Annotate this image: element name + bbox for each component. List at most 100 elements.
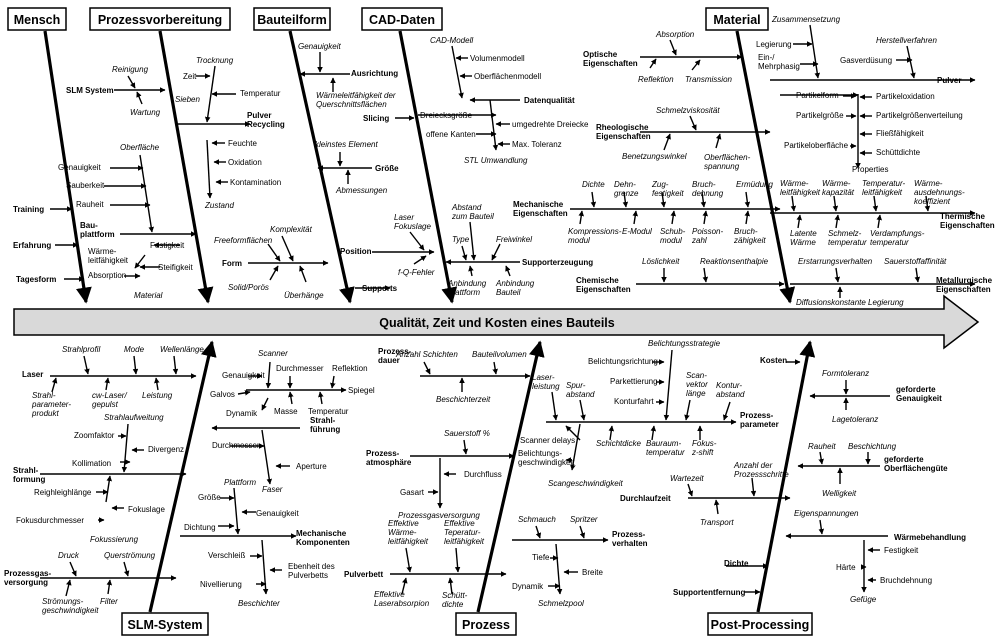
material-schuettdichte-label: Schüttdichte: [876, 148, 921, 157]
material-reflektion-label: Reflektion: [638, 75, 674, 84]
arrow-waerme: [134, 254, 146, 269]
mensch-items-0-label: Oberfläche: [120, 143, 160, 152]
arrow: [206, 139, 213, 199]
arrow: [447, 577, 454, 595]
prozess-prozessverhalten-label: Prozess-verhalten: [612, 530, 648, 548]
prozess-schuettdichte-label: Schütt-dichte: [442, 591, 468, 609]
slm-reighleighlaenge-label: Reighleighlänge: [34, 488, 92, 497]
bone-prozess: [476, 340, 545, 613]
header-cad-box: [361, 7, 443, 31]
arrow: [265, 361, 272, 389]
mensch-slm-system-label: SLM System: [66, 86, 114, 95]
arrow: [299, 265, 307, 283]
cad-oberflaechenmodell-label: Oberflächenmodell: [474, 72, 541, 81]
material-mech-top-0-label: Dichte: [582, 180, 605, 189]
slm-laser-label: Laser: [22, 370, 43, 379]
arrow: [491, 243, 501, 261]
material-partikeloxidation-label: Partikeloxidation: [876, 92, 935, 101]
prozess-parkettierung-label: Parkettierung: [610, 377, 658, 386]
arrow: [492, 361, 498, 375]
slm-masse-label: Masse: [274, 407, 298, 416]
arrow: [663, 133, 671, 151]
bone-material: [735, 30, 796, 304]
arrow: [469, 221, 477, 261]
prozess-bauraumtemp-label: Bauraum-temperatur: [646, 439, 685, 457]
prozess-durchfluss-label: Durchfluss: [464, 470, 502, 479]
post-welligkeit-label: Welligkeit: [822, 489, 857, 498]
arrow: [660, 191, 667, 208]
arrow: [691, 59, 701, 71]
bauteilform-freeform-label: Freeformflächen: [214, 236, 273, 245]
spine-arrow: [13, 294, 980, 350]
arrow: [700, 191, 707, 208]
arrow-beschichter: [261, 539, 269, 595]
prozessvorbereitung-kontamination-label: Kontamination: [230, 178, 281, 187]
arrow: [136, 91, 143, 105]
post-beschichtung-label: Beschichtung: [848, 442, 897, 451]
material-partikelgroesse-label: Partikelgröße: [796, 111, 844, 120]
bauteilform-ausrichtung-label: Ausrichtung: [351, 69, 398, 78]
material-therm-top-2-label: Temperatur-leitfähigkeit: [862, 179, 905, 197]
arrow: [204, 65, 216, 123]
arrow: [684, 399, 691, 421]
prozess-schmelzpool-label: Schmelzpool: [538, 599, 584, 608]
slm-genauigkeit2-label: Genauigkeit: [256, 509, 299, 518]
bauteilform-komplexitaet-label: Komplexität: [270, 225, 313, 234]
mensch-items-1-label: Genauigkeit: [58, 163, 101, 172]
material-therm-top-3-label: Wärme-ausdehnungs-koeffizient: [914, 179, 965, 206]
arrow: [578, 210, 585, 225]
arrow: [454, 547, 461, 573]
arrow: [281, 235, 294, 262]
slm-nivellierung-label: Nivellierung: [200, 580, 242, 589]
material-properties-label: Properties: [852, 165, 888, 174]
arrow: [83, 355, 90, 375]
arrow-oberflaeche: [139, 154, 154, 233]
header-mensch-label: Mensch: [14, 13, 61, 27]
arrow: [51, 377, 58, 393]
prozessvorbereitung-oxidation-label: Oxidation: [228, 158, 262, 167]
prozess-konturabstand-label: Kontur-abstand: [716, 381, 745, 399]
arrow-galvo-down: [261, 397, 269, 411]
mensch-items-4-label: Festigkeit: [150, 241, 185, 250]
material-mech-bottom-0-label: Kompressions-modul: [568, 227, 622, 245]
prozess-spritzer-label: Spritzer: [570, 515, 598, 524]
cad-dreiecksgroesse-label: Dreiecksgröße: [420, 111, 473, 120]
slm-fokuslage-label: Fokuslage: [128, 505, 165, 514]
arrow: [713, 499, 720, 515]
prozess-belichtungsstrategie-label: Belichtungsstrategie: [648, 339, 721, 348]
slm-strahlformung-label: Strahl-formung: [13, 466, 46, 484]
arrow: [330, 375, 336, 389]
bone-cad: [398, 30, 458, 304]
material-oberflaechenspannung-label: Oberflächen-spannung: [704, 153, 751, 171]
slm-fokusdurchmesser-label: Fokusdurchmesser: [16, 516, 84, 525]
prozessvorbereitung-zeit-label: Zeit: [183, 72, 197, 81]
header-slm-label: SLM-System: [127, 618, 202, 632]
material-mech-top-4-label: Ermüdung: [736, 180, 773, 189]
bauteilform-kleinstes-label: kleinstes Element: [315, 140, 378, 149]
cad-fq-label: f-Q-Fehler: [398, 268, 435, 277]
arrow: [288, 391, 294, 405]
material-therm-bottom-2-label: Verdampfungs-temperatur: [870, 229, 925, 247]
bauteilform-groesse-label: Größe: [375, 164, 399, 173]
arrow: [233, 487, 241, 535]
header-bauteilform-box: [253, 7, 331, 31]
arrow: [468, 265, 474, 277]
material-zusammensetzung-label: Zusammensetzung: [771, 15, 841, 24]
slm-leistung-label: Leistung: [142, 391, 173, 400]
arrow: [702, 267, 709, 283]
material-mech-bottom-1-label: E-Modul: [622, 227, 652, 236]
prozess-scanner-delays-label: Scanner delays: [520, 436, 575, 445]
